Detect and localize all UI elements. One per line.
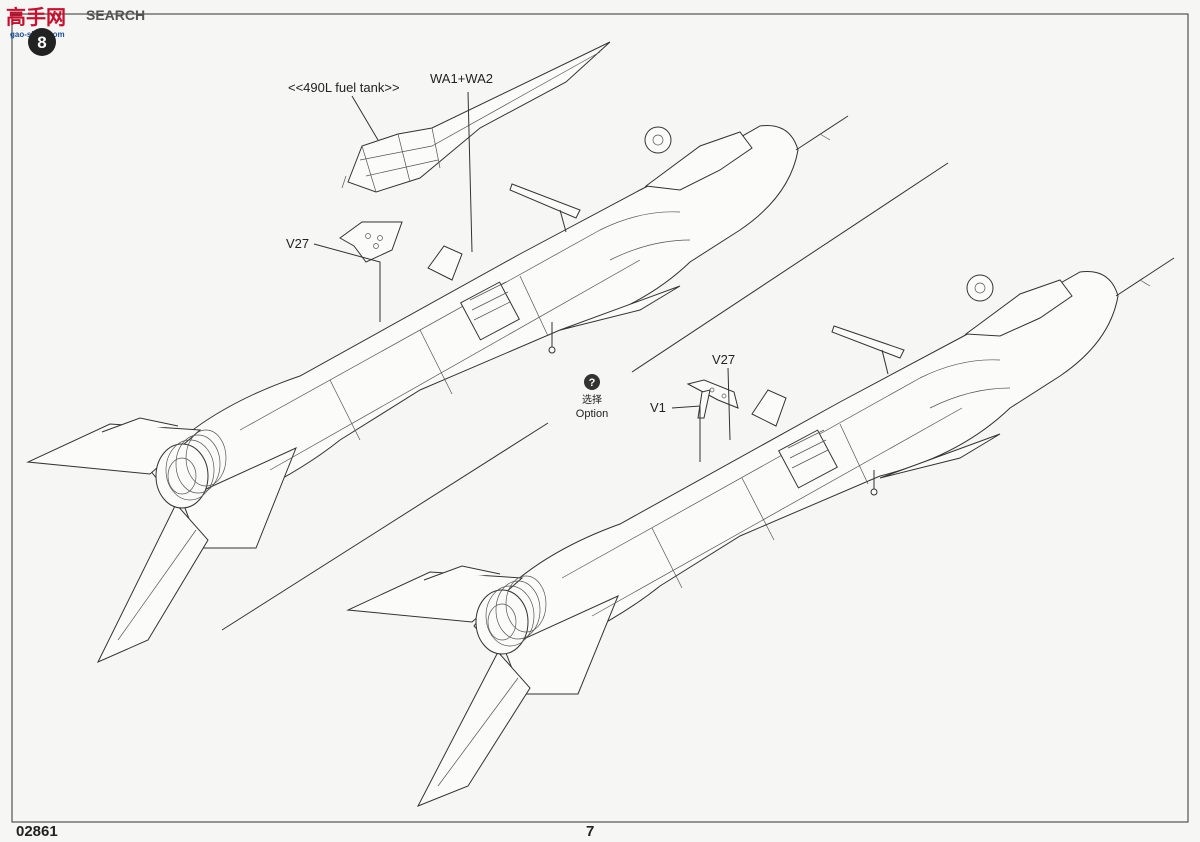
leader-wa [467,91,473,253]
v1-part [697,389,711,419]
v27-label-bottom: V27 [712,352,735,367]
step-number: 8 [37,33,46,52]
leader-v27-top [313,243,381,322]
step-badge: 8 [28,28,56,56]
leader-v1 [671,405,701,462]
option-marker: ? 选择 Option [576,374,608,420]
watermark-brand-text: SEARCH [86,7,145,23]
aircraft-bottom [346,257,1175,807]
separator-line-lower [221,422,549,631]
separator-line-upper [631,162,949,373]
aircraft-top [26,115,849,664]
question-symbol: ? [589,377,596,389]
wa-label: WA1+WA2 [430,71,493,86]
option-label-cn: 选择 [582,393,602,406]
v27-label-top: V27 [286,236,309,251]
watermark-logo: 高手网 SEARCH gao-shou.com [6,5,145,39]
fuel-tank-label: <<490L fuel tank>> [288,80,400,95]
kit-number: 02861 [16,823,58,840]
question-icon [584,374,600,390]
page-border [11,13,1189,823]
page-number: 7 [586,823,594,840]
v1-label: V1 [650,400,666,415]
watermark-logo-text: 高手网 [6,5,66,29]
leader-v27-bottom [727,367,731,441]
fuel-tank-part [341,41,611,193]
leader-fuel-tank [351,95,379,141]
v27-part-top [339,221,403,263]
option-label-en: Option [576,408,608,420]
v27-part-bottom [686,379,739,409]
